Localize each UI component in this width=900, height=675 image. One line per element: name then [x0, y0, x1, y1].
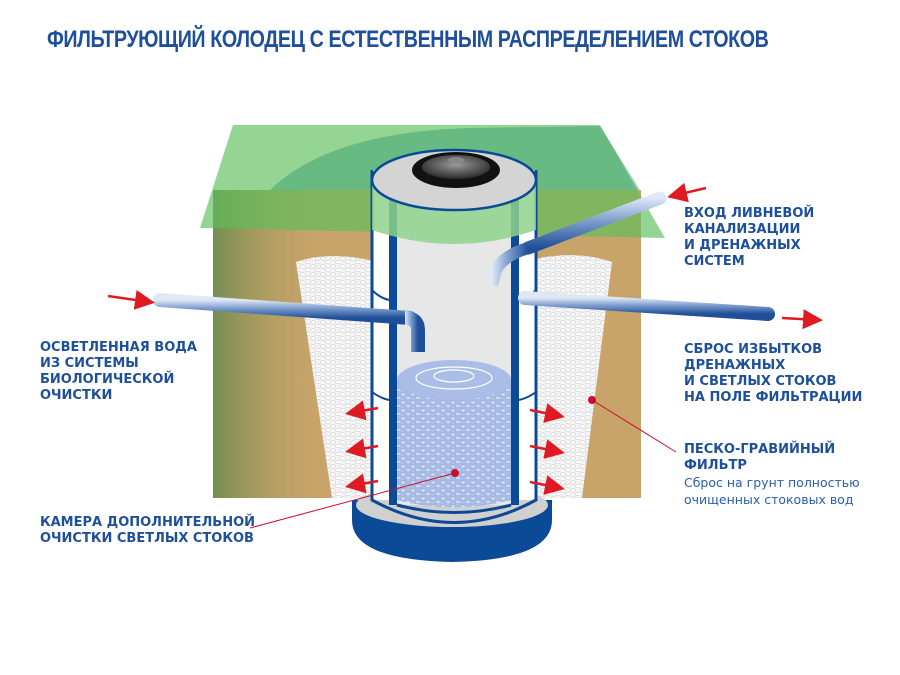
arrow-icon	[781, 309, 823, 330]
arrow-icon	[107, 289, 155, 310]
label-line: ОЧИСТКИ СВЕТЛЫХ СТОКОВ	[40, 531, 254, 546]
arrow-icon	[345, 473, 379, 494]
label-line: ИЗ СИСТЕМЫ	[40, 356, 139, 371]
label-filter: ПЕСКО-ГРАВИЙНЫЙ ФИЛЬТР Сброс на грунт по…	[684, 442, 860, 508]
arrow-icon	[345, 438, 379, 459]
pointer-dot-icon	[588, 396, 596, 404]
arrow-icon	[529, 439, 565, 459]
label-line: КАМЕРА ДОПОЛНИТЕЛЬНОЙ	[40, 515, 256, 530]
label-line: И ДРЕНАЖНЫХ	[684, 238, 801, 253]
label-line: СБРОС ИЗБЫТКОВ	[684, 342, 823, 357]
pointer-dot-icon	[451, 469, 459, 477]
label-line: ПЕСКО-ГРАВИЙНЫЙ	[684, 442, 836, 457]
label-inlet-clarified: ОСВЕТЛЕННАЯ ВОДА ИЗ СИСТЕМЫ БИОЛОГИЧЕСКО…	[40, 340, 197, 404]
flow-arrows	[107, 182, 823, 495]
arrow-icon	[529, 475, 565, 495]
label-description: Сброс на грунт полностью	[684, 475, 860, 490]
label-line: СИСТЕМ	[684, 254, 745, 269]
label-line: БИОЛОГИЧЕСКОЙ	[40, 372, 175, 387]
label-description: очищенных стоковых вод	[684, 492, 854, 507]
label-overflow: СБРОС ИЗБЫТКОВ ДРЕНАЖНЫХ И СВЕТЛЫХ СТОКО…	[684, 342, 862, 406]
label-line: ФИЛЬТР	[684, 458, 747, 473]
label-inlet-storm: ВХОД ЛИВНЕВОЙ КАНАЛИЗАЦИИ И ДРЕНАЖНЫХ СИ…	[684, 206, 814, 270]
label-line: КАНАЛИЗАЦИИ	[684, 222, 801, 237]
label-line: ВХОД ЛИВНЕВОЙ	[684, 206, 815, 221]
gravel-filter-right	[525, 255, 612, 498]
label-chamber: КАМЕРА ДОПОЛНИТЕЛЬНОЙ ОЧИСТКИ СВЕТЛЫХ СТ…	[40, 515, 255, 547]
leader-lines	[249, 396, 677, 529]
arrow-icon	[345, 400, 379, 421]
label-line: ОЧИСТКИ	[40, 388, 113, 403]
label-line: И СВЕТЛЫХ СТОКОВ	[684, 374, 837, 389]
diagram-title: ФИЛЬТРУЮЩИЙ КОЛОДЕЦ С ЕСТЕСТВЕННЫМ РАСПР…	[47, 26, 769, 53]
arrow-icon	[529, 403, 565, 423]
well-top	[370, 148, 538, 244]
label-line: НА ПОЛЕ ФИЛЬТРАЦИИ	[684, 390, 863, 405]
inlet-pipe-right	[486, 191, 667, 287]
outlet-pipe	[518, 291, 775, 321]
label-line: ДРЕНАЖНЫХ	[684, 358, 786, 373]
arrow-icon	[667, 182, 707, 203]
inlet-pipe-left	[153, 293, 425, 352]
label-line: ОСВЕТЛЕННАЯ ВОДА	[40, 340, 197, 355]
